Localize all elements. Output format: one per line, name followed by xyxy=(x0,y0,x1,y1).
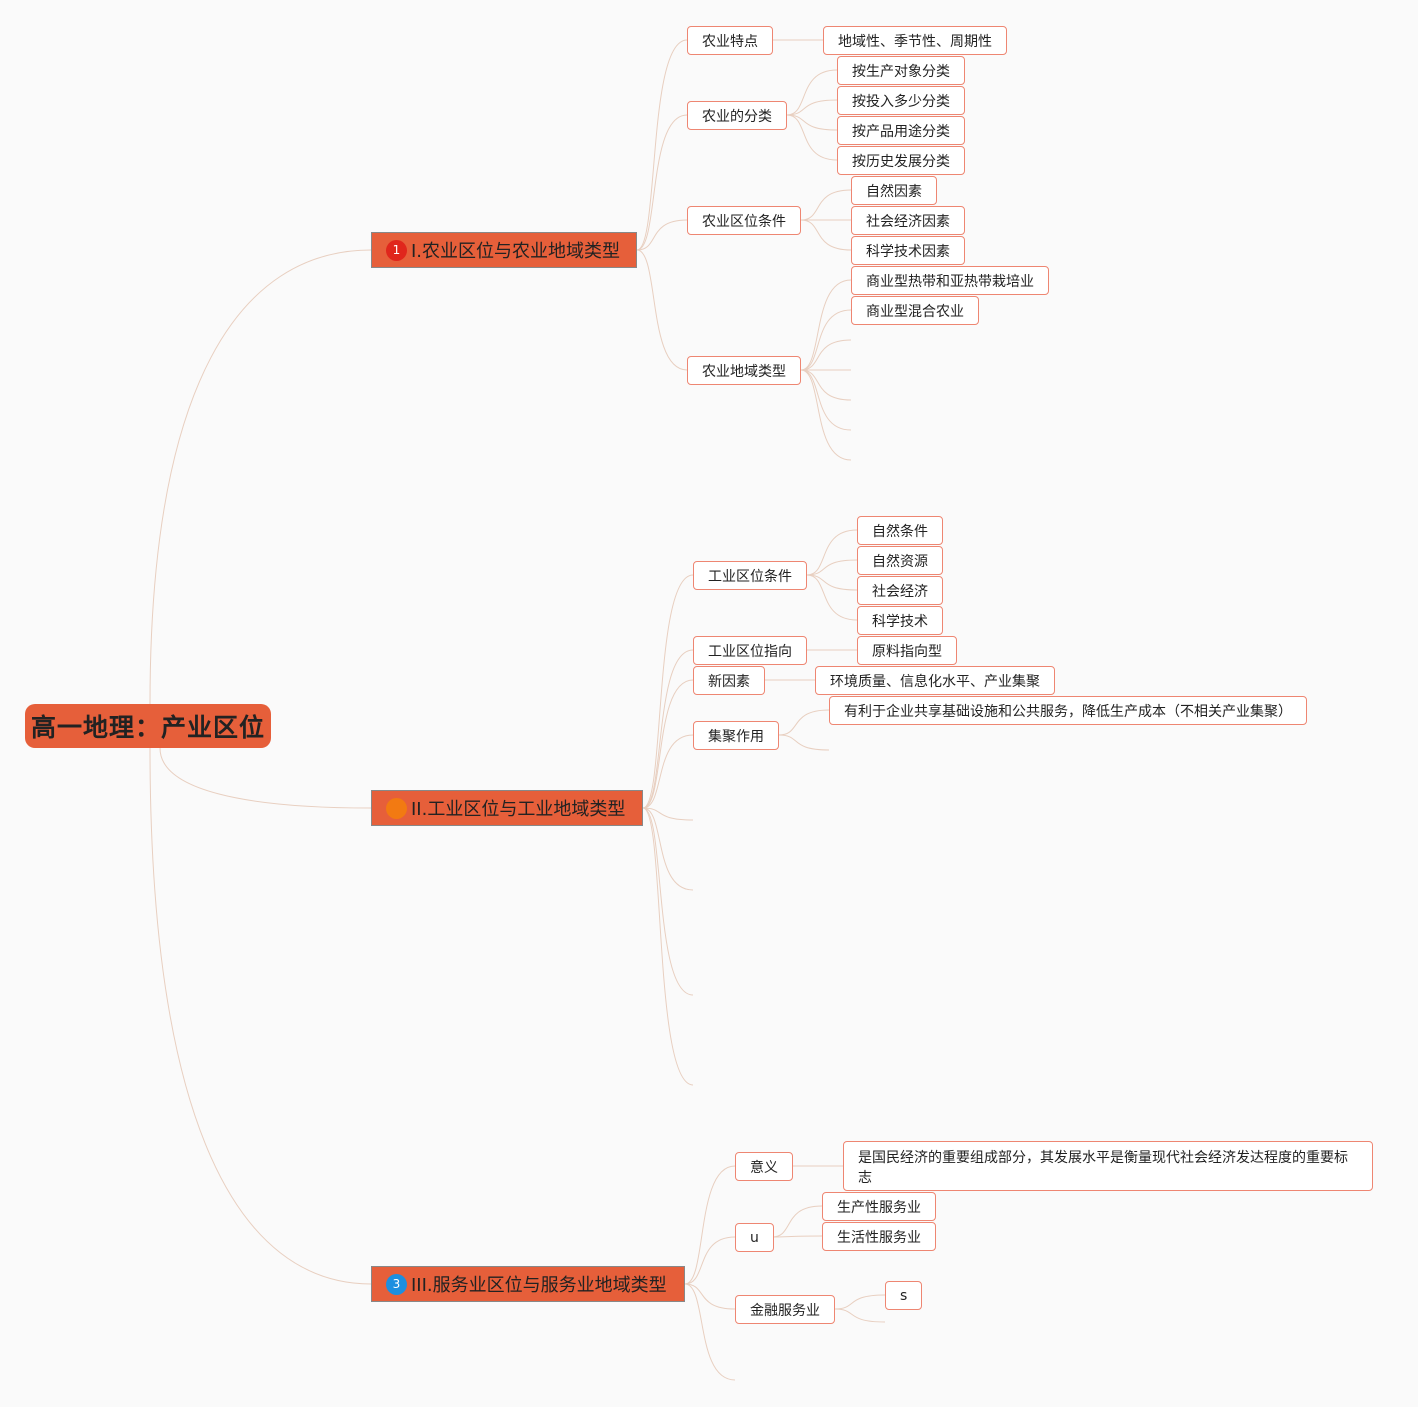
subtopic[interactable]: 有利于企业共享基础设施和公共服务，降低生产成本（不相关产业集聚） xyxy=(829,696,1307,725)
topic-agri-location[interactable]: 农业区位条件 xyxy=(687,206,801,235)
subtopic[interactable]: 生活性服务业 xyxy=(822,1222,936,1251)
subtopic[interactable]: 自然资源 xyxy=(857,546,943,575)
connector-line xyxy=(800,369,852,431)
subtopic[interactable]: 按历史发展分类 xyxy=(837,146,965,175)
topic-industry-location[interactable]: 工业区位条件 xyxy=(693,561,807,590)
priority-3-icon: 3 xyxy=(386,1273,407,1295)
connector-line xyxy=(834,1308,886,1323)
connector-line xyxy=(159,747,372,809)
connector-line xyxy=(834,1294,886,1310)
connector-line xyxy=(800,369,852,401)
connector-line xyxy=(642,574,694,809)
connector-line xyxy=(636,219,688,251)
topic-u[interactable]: u xyxy=(735,1223,774,1252)
subtopic[interactable]: 地域性、季节性、周期性 xyxy=(823,26,1007,55)
connector-line xyxy=(771,1205,823,1238)
subtopic[interactable]: 科学技术因素 xyxy=(851,236,965,265)
topic-new-factors[interactable]: 新因素 xyxy=(693,666,765,695)
connector-line xyxy=(800,339,852,371)
connector-line xyxy=(778,709,830,736)
connector-line xyxy=(636,39,688,251)
connector-line xyxy=(636,249,688,371)
connector-line xyxy=(684,1165,736,1285)
connector-line xyxy=(800,189,852,221)
connector-line xyxy=(149,249,372,705)
branch-label: II.工业区位与工业地域类型 xyxy=(411,799,626,820)
priority-2-icon xyxy=(386,797,407,819)
topic-industry-orientation[interactable]: 工业区位指向 xyxy=(693,636,807,665)
subtopic[interactable]: 商业型热带和亚热带栽培业 xyxy=(851,266,1049,295)
connector-line xyxy=(778,734,830,751)
connector-line xyxy=(800,279,852,371)
connector-line xyxy=(806,574,858,621)
connector-line xyxy=(800,219,852,251)
connector-line xyxy=(800,309,852,371)
connector-line xyxy=(642,734,694,809)
connector-line xyxy=(642,649,694,809)
subtopic[interactable]: s xyxy=(885,1281,923,1310)
connector-line xyxy=(642,807,694,821)
connector-line xyxy=(149,747,372,1285)
subtopic[interactable]: 商业型混合农业 xyxy=(851,296,979,325)
connector-line xyxy=(806,559,858,576)
subtopic[interactable]: 自然因素 xyxy=(851,176,937,205)
connector-line xyxy=(684,1283,736,1310)
branch-label: I.农业区位与农业地域类型 xyxy=(411,241,621,262)
branch-services[interactable]: 3 III.服务业区位与服务业地域类型 xyxy=(371,1266,685,1302)
connector-line xyxy=(786,69,838,116)
connector-line xyxy=(786,114,838,161)
connector-line xyxy=(642,807,694,1086)
subtopic[interactable]: 按投入多少分类 xyxy=(837,86,965,115)
connector-line xyxy=(786,114,838,131)
topic-agglomeration[interactable]: 集聚作用 xyxy=(693,721,779,750)
topic-agri-features[interactable]: 农业特点 xyxy=(687,26,773,55)
branch-agriculture[interactable]: 1 I.农业区位与农业地域类型 xyxy=(371,232,637,268)
connector-line xyxy=(800,369,852,461)
subtopic[interactable]: 科学技术 xyxy=(857,606,943,635)
root-topic[interactable]: 高一地理：产业区位 xyxy=(25,704,271,748)
connector-line xyxy=(642,807,694,996)
connector-line xyxy=(806,529,858,576)
connector-line xyxy=(806,574,858,591)
connector-line xyxy=(636,114,688,251)
priority-1-icon: 1 xyxy=(386,239,407,261)
connector-line xyxy=(771,1235,823,1238)
topic-significance[interactable]: 意义 xyxy=(735,1152,793,1181)
topic-agri-regions[interactable]: 农业地域类型 xyxy=(687,356,801,385)
subtopic[interactable]: 原料指向型 xyxy=(857,636,957,665)
connector-line xyxy=(684,1283,736,1381)
subtopic[interactable]: 环境质量、信息化水平、产业集聚 xyxy=(815,666,1055,695)
subtopic[interactable]: 按产品用途分类 xyxy=(837,116,965,145)
subtopic[interactable]: 生产性服务业 xyxy=(822,1192,936,1221)
subtopic[interactable]: 按生产对象分类 xyxy=(837,56,965,85)
branch-industry[interactable]: II.工业区位与工业地域类型 xyxy=(371,790,643,826)
subtopic[interactable]: 自然条件 xyxy=(857,516,943,545)
topic-agri-classification[interactable]: 农业的分类 xyxy=(687,101,787,130)
connector-line xyxy=(642,679,694,809)
connector-line xyxy=(786,99,838,116)
subtopic[interactable]: 是国民经济的重要组成部分，其发展水平是衡量现代社会经济发达程度的重要标志 xyxy=(843,1141,1373,1191)
connector-line xyxy=(684,1236,736,1285)
branch-label: III.服务业区位与服务业地域类型 xyxy=(411,1275,667,1296)
subtopic[interactable]: 社会经济因素 xyxy=(851,206,965,235)
subtopic[interactable]: 社会经济 xyxy=(857,576,943,605)
topic-finance[interactable]: 金融服务业 xyxy=(735,1295,835,1324)
connector-line xyxy=(642,807,694,891)
